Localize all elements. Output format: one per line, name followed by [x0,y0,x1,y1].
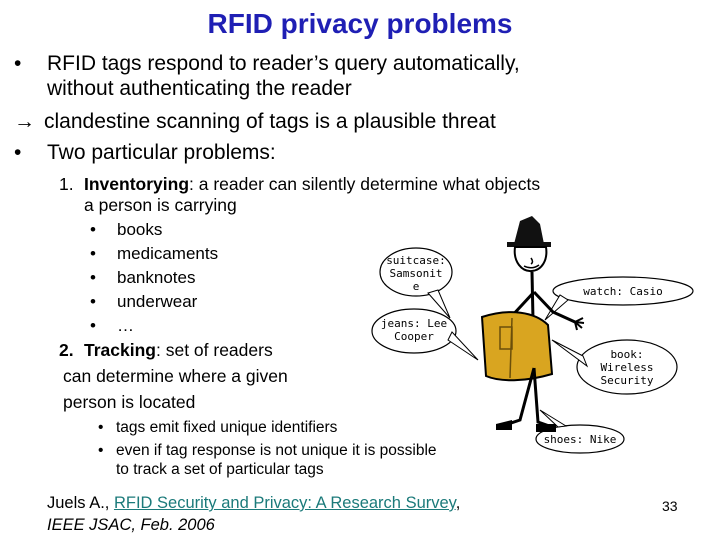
problem-1-number: 1. [59,174,74,194]
jeans-bubble-text: jeans: Lee Cooper [374,317,454,343]
head-icon [513,246,548,273]
bubble-line: book: [610,348,644,361]
slide-title: RFID privacy problems [207,8,513,39]
bubble-line: jeans: Lee [380,317,448,330]
item-bullet: • [90,292,96,311]
shoe-icon [536,424,556,432]
arrow-icon: → [14,110,35,133]
item-bullet: • [90,268,96,287]
bullet-1-line-2: without authenticating the reader [47,77,352,100]
reference-line-2: IEEE JSAC, Feb. 2006 [47,516,215,534]
list-item-banknotes: banknotes [117,268,196,287]
bubble-line: Wireless [600,361,654,374]
item-bullet: • [90,244,96,263]
shoes-bubble-text: shoes: Nike [543,433,617,446]
list-item-medicaments: medicaments [117,244,219,263]
bullet-3-text: Two particular problems: [47,141,276,164]
book-bubble-tail [551,339,589,368]
problem-2-line-2: can determine where a given [63,366,288,386]
bubble-line: Samsonit [389,267,443,280]
reference-link[interactable]: RFID Security and Privacy: A Research Su… [113,494,456,512]
reference-line-1: Juels A., RFID Security and Privacy: A R… [47,493,460,513]
bubble-line: Security [600,374,654,387]
bullet-1-symbol: • [14,52,22,75]
list-item-ellipsis: … [117,316,134,335]
watch-bubble-text: watch: Casio [583,285,663,298]
problem-2-number: 2. [59,340,74,360]
watch-bubble-tail [544,294,569,321]
problem-1-heading: Inventorying: a reader can silently dete… [84,174,540,195]
bullet-1-line-1: RFID tags respond to reader’s query auto… [47,52,520,75]
item-bullet: • [90,316,96,335]
hand-icon [574,317,585,331]
suitcase-bubble-tail [427,289,451,319]
item-bullet: • [90,220,96,239]
bullet-2-text: clandestine scanning of tags is a plausi… [44,110,496,133]
list-item-underwear: underwear [117,292,198,311]
problem-2-line-3: person is located [63,392,196,412]
problem-2-rest: : set of readers [155,340,273,360]
reference-comma: , [455,494,461,512]
bubble-line: Cooper [394,330,434,343]
shoe-icon [496,420,512,430]
suitcase-bubble-text: suitcase: Samsonit e [380,254,452,293]
bag-icon [480,311,554,382]
reference-author: Juels A., [47,494,114,512]
problem-2-term: Tracking [84,340,156,360]
problem-1-term: Inventorying [84,174,190,194]
item-bullet: • [98,442,104,459]
list-item-fixed-ids: tags emit fixed unique identifiers [116,419,338,436]
item-bullet: • [98,419,104,436]
shoes-bubble-tail [539,409,568,428]
problem-1-line-2: a person is carrying [84,195,237,215]
list-item-not-unique: even if tag response is not unique it is… [116,442,437,459]
problem-1-rest: : a reader can silently determine what o… [189,174,541,194]
list-item-not-unique-cont: to track a set of particular tags [116,461,324,478]
page-number: 33 [662,498,678,514]
list-item-books: books [117,220,163,239]
bubble-line: e [412,280,420,293]
problem-2-heading: Tracking: set of readers [84,340,273,361]
bubble-line: suitcase: [386,254,446,267]
book-bubble-text: book: Wireless Security [589,348,665,387]
bullet-3-symbol: • [14,141,22,164]
hat-icon [514,216,544,244]
